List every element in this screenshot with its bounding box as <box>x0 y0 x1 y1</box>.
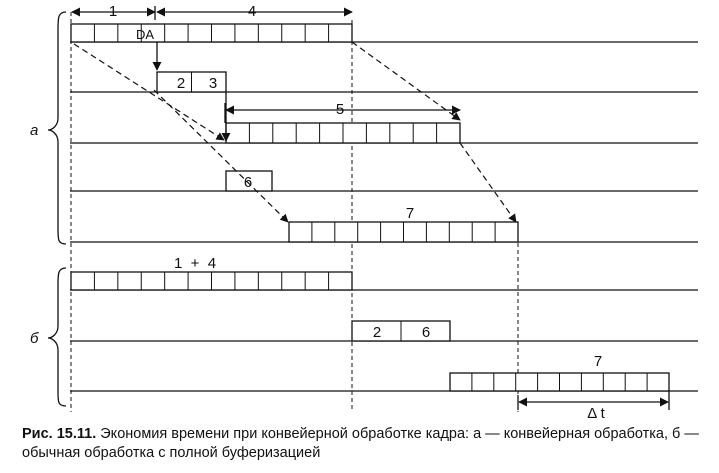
label-span7: 7 <box>406 205 414 222</box>
dimension-arrows <box>71 6 670 410</box>
label-da: DA <box>136 27 154 42</box>
label-b-span7: 7 <box>594 353 602 370</box>
caption-text: Экономия времени при конвейерной обработ… <box>22 426 699 461</box>
label-span14: 1 + 4 <box>174 255 216 272</box>
figure-caption: Рис. 15.11. Экономия времени при конвейе… <box>22 425 712 463</box>
dashed-guides <box>70 12 519 412</box>
label-span5: 5 <box>336 101 344 118</box>
brace-b <box>47 267 67 407</box>
flow-arrows <box>73 41 517 223</box>
brace-a <box>47 11 67 245</box>
group-label-a: а <box>30 122 38 139</box>
label-b-box2: 2 <box>373 324 381 341</box>
label-b-box6: 6 <box>422 324 430 341</box>
step-arrows <box>152 42 231 142</box>
flow-arrow-2 <box>153 89 289 223</box>
label-box3: 3 <box>209 75 217 92</box>
flow-arrow-3 <box>351 41 461 121</box>
label-span1: 1 <box>109 3 117 20</box>
label-box6: 6 <box>244 174 252 191</box>
flow-arrow-4 <box>459 142 517 223</box>
cell-bars <box>70 23 670 392</box>
label-box2: 2 <box>177 75 185 92</box>
label-span4: 4 <box>248 3 256 20</box>
label-delta: Δ t <box>587 405 605 422</box>
caption-number: Рис. 15.11. <box>22 426 97 442</box>
group-label-b: б <box>30 330 39 347</box>
bar-row4 <box>225 170 273 192</box>
